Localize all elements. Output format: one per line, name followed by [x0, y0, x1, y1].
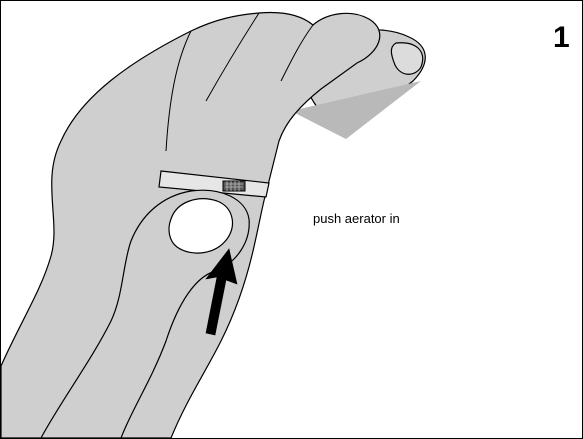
- instruction-caption: push aerator in: [313, 211, 400, 227]
- aerator-screen: [223, 181, 245, 191]
- step-number: 1: [553, 23, 570, 53]
